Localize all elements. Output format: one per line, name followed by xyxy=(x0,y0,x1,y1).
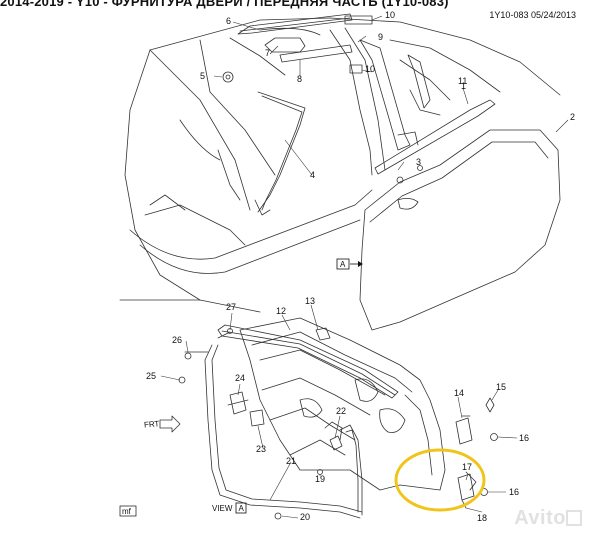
header: 2014-2019 - Y10 - ФУРНИТУРА ДВЕРИ / ПЕРЕ… xyxy=(0,0,606,10)
diagram-title: 2014-2019 - Y10 - ФУРНИТУРА ДВЕРИ / ПЕРЕ… xyxy=(0,0,449,9)
callout-10: 10 xyxy=(385,10,395,20)
callout-26: 26 xyxy=(172,335,182,345)
door-weatherstrip xyxy=(204,344,361,519)
view-a-tag xyxy=(336,258,350,270)
callout-10b: 10 xyxy=(365,64,375,74)
callout-17: 17 xyxy=(462,462,472,472)
view-a-tag-letter: A xyxy=(340,260,346,269)
callout-18: 18 xyxy=(477,513,487,523)
callout-20: 20 xyxy=(300,512,310,522)
callout-4: 4 xyxy=(310,170,315,180)
callout-3: 3 xyxy=(416,157,421,167)
callout-1: 1 xyxy=(461,81,466,91)
callout-25: 25 xyxy=(146,371,156,381)
door-frame xyxy=(239,317,446,491)
callout-15: 15 xyxy=(496,382,506,392)
diagram-reference: 1Y10-083 05/24/2013 xyxy=(489,10,576,20)
watermark: Avito xyxy=(514,507,566,529)
callout-13: 13 xyxy=(305,296,315,306)
callout-8: 8 xyxy=(297,74,302,84)
callout-6: 6 xyxy=(226,16,231,26)
highlight-circle xyxy=(394,448,486,512)
callout-5: 5 xyxy=(200,71,205,81)
callout-19: 19 xyxy=(315,474,325,484)
frt-arrow-label: FRT xyxy=(144,419,160,429)
mf-tag: mf xyxy=(122,507,132,516)
car-body-outline xyxy=(149,17,561,96)
door-panel xyxy=(359,129,561,331)
callout-9: 9 xyxy=(378,32,383,42)
pillar-seal xyxy=(359,39,411,151)
callout-12: 12 xyxy=(276,306,286,316)
callout-7: 7 xyxy=(265,48,270,58)
callout-24: 24 xyxy=(235,373,245,383)
callout-27: 27 xyxy=(226,302,236,312)
callout-2: 2 xyxy=(570,112,575,122)
callout-16-lower: 16 xyxy=(509,487,519,497)
watermark-mark xyxy=(566,510,582,526)
callout-22: 22 xyxy=(336,406,346,416)
roof-rail xyxy=(237,13,353,35)
callout-21: 21 xyxy=(286,456,296,466)
callout-14: 14 xyxy=(454,388,464,398)
door-seal-upper xyxy=(257,91,306,213)
callout-11: 11 xyxy=(458,76,467,86)
callout-16-upper: 16 xyxy=(519,433,529,443)
belt-molding xyxy=(374,99,496,175)
callout-23: 23 xyxy=(256,444,266,454)
view-a-label: VIEW xyxy=(212,504,233,513)
view-a-label-letter: A xyxy=(239,504,245,513)
